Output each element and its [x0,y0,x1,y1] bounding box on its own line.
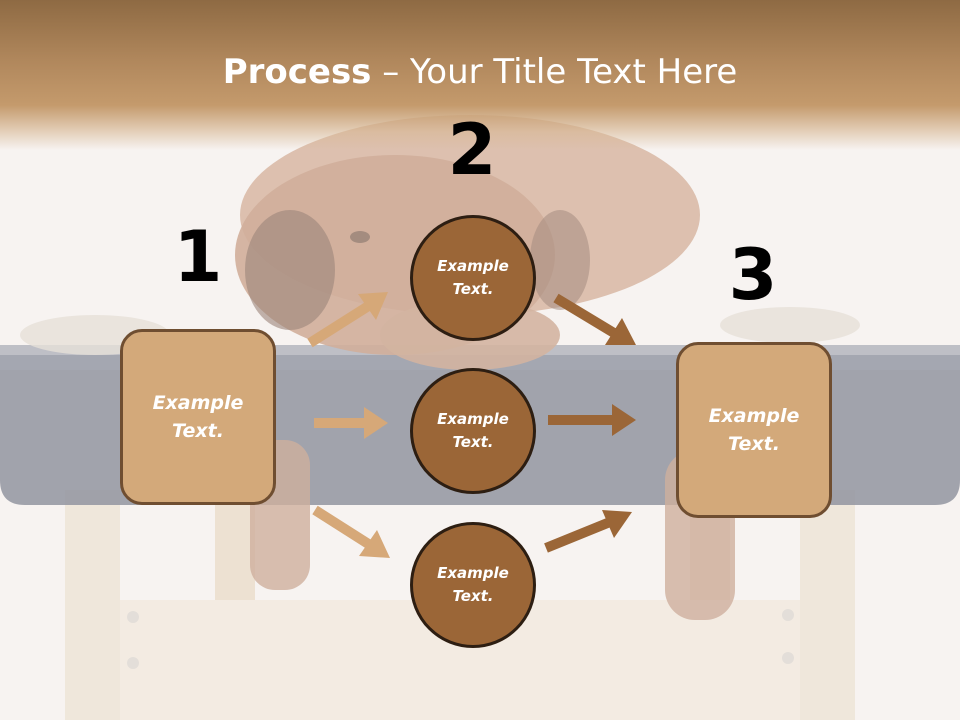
step-number-3: 3 [728,234,778,316]
step-2-text-bottom: Example Text. [437,563,509,605]
step-2-circle-top: Example Text. [410,215,536,341]
step-2-circle-middle: Example Text. [410,368,536,494]
step-number-2: 2 [447,109,497,191]
title-rest: – Your Title Text Here [371,52,738,92]
step-number-1: 1 [173,216,223,298]
arrow-1-to-middle [314,407,388,439]
arrow-1-to-top [307,292,388,348]
step-1-text: Example Text. [152,391,244,443]
title-bar [0,0,960,150]
step-2-text-middle: Example Text. [437,409,509,451]
title-bold: Process [222,52,372,92]
step-2-text-top: Example Text. [437,256,509,298]
page-title: Process – Your Title Text Here [0,52,960,92]
arrow-1-to-bottom [312,505,390,558]
arrow-middle-to-3 [548,404,636,436]
step-1-box: Example Text. [120,329,276,505]
arrow-bottom-to-3 [544,510,632,553]
step-2-circle-bottom: Example Text. [410,522,536,648]
arrow-top-to-3 [553,293,636,345]
step-3-text: Example Text. [708,404,800,456]
step-3-box: Example Text. [676,342,832,518]
